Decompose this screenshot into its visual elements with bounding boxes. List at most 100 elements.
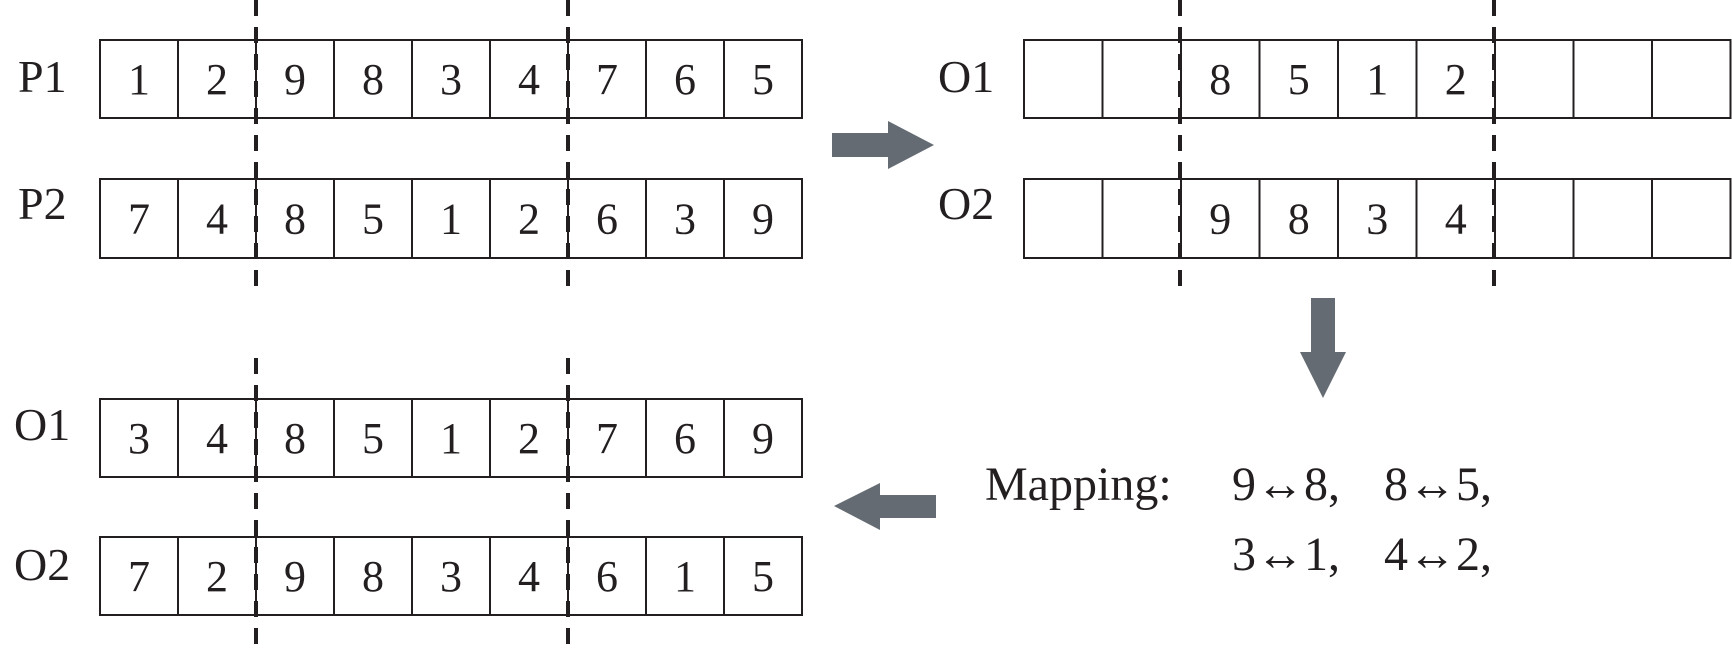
chromosome-row-final-o1-gene-4: 5	[362, 414, 384, 463]
chromosome-row-partial-o2-gene-4: 8	[1288, 195, 1310, 244]
chromosome-row-p2-gene-3: 8	[284, 195, 306, 244]
chromosome-row-p2-cell-9	[723, 178, 803, 259]
chromosome-row-final-o2-gene-2: 2	[206, 552, 228, 601]
chromosome-row-final-o1-gene-1: 3	[128, 414, 150, 463]
chromosome-row-final-o1-cell-1	[99, 398, 179, 478]
chromosome-row-partial-o1-cell-4	[1258, 39, 1339, 119]
chromosome-row-final-o2-gene-5: 3	[440, 552, 462, 601]
chromosome-row-final-o2-cell-1	[99, 536, 179, 616]
arrow-left-icon	[834, 483, 936, 530]
chromosome-row-partial-o1-cell-1	[1023, 39, 1104, 119]
chromosome-row-partial-o2-cell-7	[1494, 178, 1575, 259]
chromosome-row-p2-gene-2: 4	[206, 195, 228, 244]
chromosome-row-final-o2-gene-4: 8	[362, 552, 384, 601]
row-label-p1: P1	[18, 51, 67, 102]
mapping-pair-2: 8↔5,	[1384, 458, 1492, 511]
chromosome-row-p2-gene-1: 7	[128, 195, 150, 244]
chromosome-row-partial-o2-cell-5	[1337, 178, 1418, 259]
mapping-label: Mapping:	[985, 458, 1172, 511]
chromosome-row-p1-gene-1: 1	[128, 55, 150, 104]
chromosome-row-final-o2-cell-5	[411, 536, 491, 616]
chromosome-row-partial-o2-cell-1	[1023, 178, 1104, 259]
chromosome-row-p1-cell-2	[177, 39, 257, 119]
chromosome-row-final-o1-cell-9	[723, 398, 803, 478]
chromosome-row-final-o1-gene-3: 8	[284, 414, 306, 463]
chromosome-row-final-o2-gene-3: 9	[284, 552, 306, 601]
chromosome-row-p2-gene-9: 9	[752, 195, 774, 244]
chromosome-row-p2-gene-7: 6	[596, 195, 618, 244]
chromosome-row-final-o1: 3 4 8 5 1 2 7 6 9	[99, 398, 803, 478]
chromosome-row-p1-cell-9	[723, 39, 803, 119]
chromosome-row-p2-gene-6: 2	[518, 195, 540, 244]
chromosome-row-final-o1-cell-8	[645, 398, 725, 478]
chromosome-row-p2-gene-4: 5	[362, 195, 384, 244]
chromosome-row-p1-cell-3	[255, 39, 335, 119]
chromosome-row-final-o2-gene-8: 1	[674, 552, 696, 601]
chromosome-row-partial-o2-gene-5: 3	[1366, 195, 1388, 244]
row-label-final-o2: O2	[14, 539, 70, 590]
mapping-pair-1: 9↔8,	[1232, 458, 1340, 511]
row-label-p2: P2	[18, 178, 67, 229]
chromosome-row-final-o1-gene-7: 7	[596, 414, 618, 463]
chromosome-row-p1-cell-5	[411, 39, 491, 119]
chromosome-row-partial-o1-cell-8	[1572, 39, 1653, 119]
chromosome-row-final-o2-cell-6	[489, 536, 569, 616]
chromosome-row-partial-o1-cell-2	[1101, 39, 1182, 119]
chromosome-row-final-o1-cell-3	[255, 398, 335, 478]
chromosome-row-final-o1-gene-9: 9	[752, 414, 774, 463]
chromosome-row-final-o2-gene-7: 6	[596, 552, 618, 601]
chromosome-row-partial-o2-gene-6: 4	[1445, 195, 1467, 244]
chromosome-row-partial-o2-cell-2	[1101, 178, 1182, 259]
chromosome-row-final-o1-gene-8: 6	[674, 414, 696, 463]
chromosome-row-final-o1-cell-5	[411, 398, 491, 478]
chromosome-row-final-o1-gene-6: 2	[518, 414, 540, 463]
chromosome-row-final-o1-gene-5: 1	[440, 414, 462, 463]
chromosome-row-partial-o1-cell-6	[1415, 39, 1496, 119]
chromosome-row-final-o2-cell-9	[723, 536, 803, 616]
chromosome-row-partial-o1-cell-7	[1494, 39, 1575, 119]
chromosome-row-p1-cell-1	[99, 39, 179, 119]
mapping-pair-4: 4↔2,	[1384, 528, 1492, 581]
chromosome-row-partial-o1-gene-6: 2	[1445, 55, 1467, 104]
chromosome-row-p2-cell-3	[255, 178, 335, 259]
chromosome-row-partial-o1-gene-4: 5	[1288, 55, 1310, 104]
chromosome-row-partial-o2-gene-3: 9	[1209, 195, 1231, 244]
chromosome-row-p1-gene-2: 2	[206, 55, 228, 104]
chromosome-row-p2-cell-1	[99, 178, 179, 259]
arrow-right-icon	[832, 121, 934, 169]
chromosome-row-partial-o1: 8 5 1 2	[1023, 39, 1732, 119]
arrow-down-icon	[1300, 298, 1346, 398]
chromosome-row-final-o2-gene-6: 4	[518, 552, 540, 601]
chromosome-row-p2-cell-5	[411, 178, 491, 259]
chromosome-row-final-o2-gene-1: 7	[128, 552, 150, 601]
chromosome-row-final-o1-cell-2	[177, 398, 257, 478]
chromosome-row-p1-cell-7	[567, 39, 647, 119]
chromosome-row-p1-gene-9: 5	[752, 55, 774, 104]
row-label-partial-o2: O2	[938, 178, 994, 229]
row-label-final-o1: O1	[14, 399, 70, 450]
chromosome-row-p2-cell-4	[333, 178, 413, 259]
chromosome-row-p2-gene-5: 1	[440, 195, 462, 244]
chromosome-row-final-o2-cell-7	[567, 536, 647, 616]
chromosome-row-partial-o1-gene-5: 1	[1366, 55, 1388, 104]
chromosome-row-p2-gene-8: 3	[674, 195, 696, 244]
chromosome-row-p1-gene-4: 8	[362, 55, 384, 104]
chromosome-row-final-o1-gene-2: 4	[206, 414, 228, 463]
chromosome-row-p1-gene-5: 3	[440, 55, 462, 104]
chromosome-row-partial-o1-cell-5	[1337, 39, 1418, 119]
chromosome-row-partial-o2-cell-8	[1572, 178, 1653, 259]
chromosome-row-p1-gene-8: 6	[674, 55, 696, 104]
chromosome-row-partial-o1-cell-3	[1180, 39, 1261, 119]
mapping-pair-3: 3↔1,	[1232, 528, 1340, 581]
chromosome-row-final-o2-cell-2	[177, 536, 257, 616]
chromosome-row-partial-o2: 9 8 3 4	[1023, 178, 1732, 259]
row-label-partial-o1: O1	[938, 51, 994, 102]
chromosome-row-p2-cell-8	[645, 178, 725, 259]
chromosome-row-partial-o1-gene-3: 8	[1209, 55, 1231, 104]
chromosome-row-p1-cell-6	[489, 39, 569, 119]
chromosome-row-p1-cell-8	[645, 39, 725, 119]
chromosome-row-p1-gene-7: 7	[596, 55, 618, 104]
